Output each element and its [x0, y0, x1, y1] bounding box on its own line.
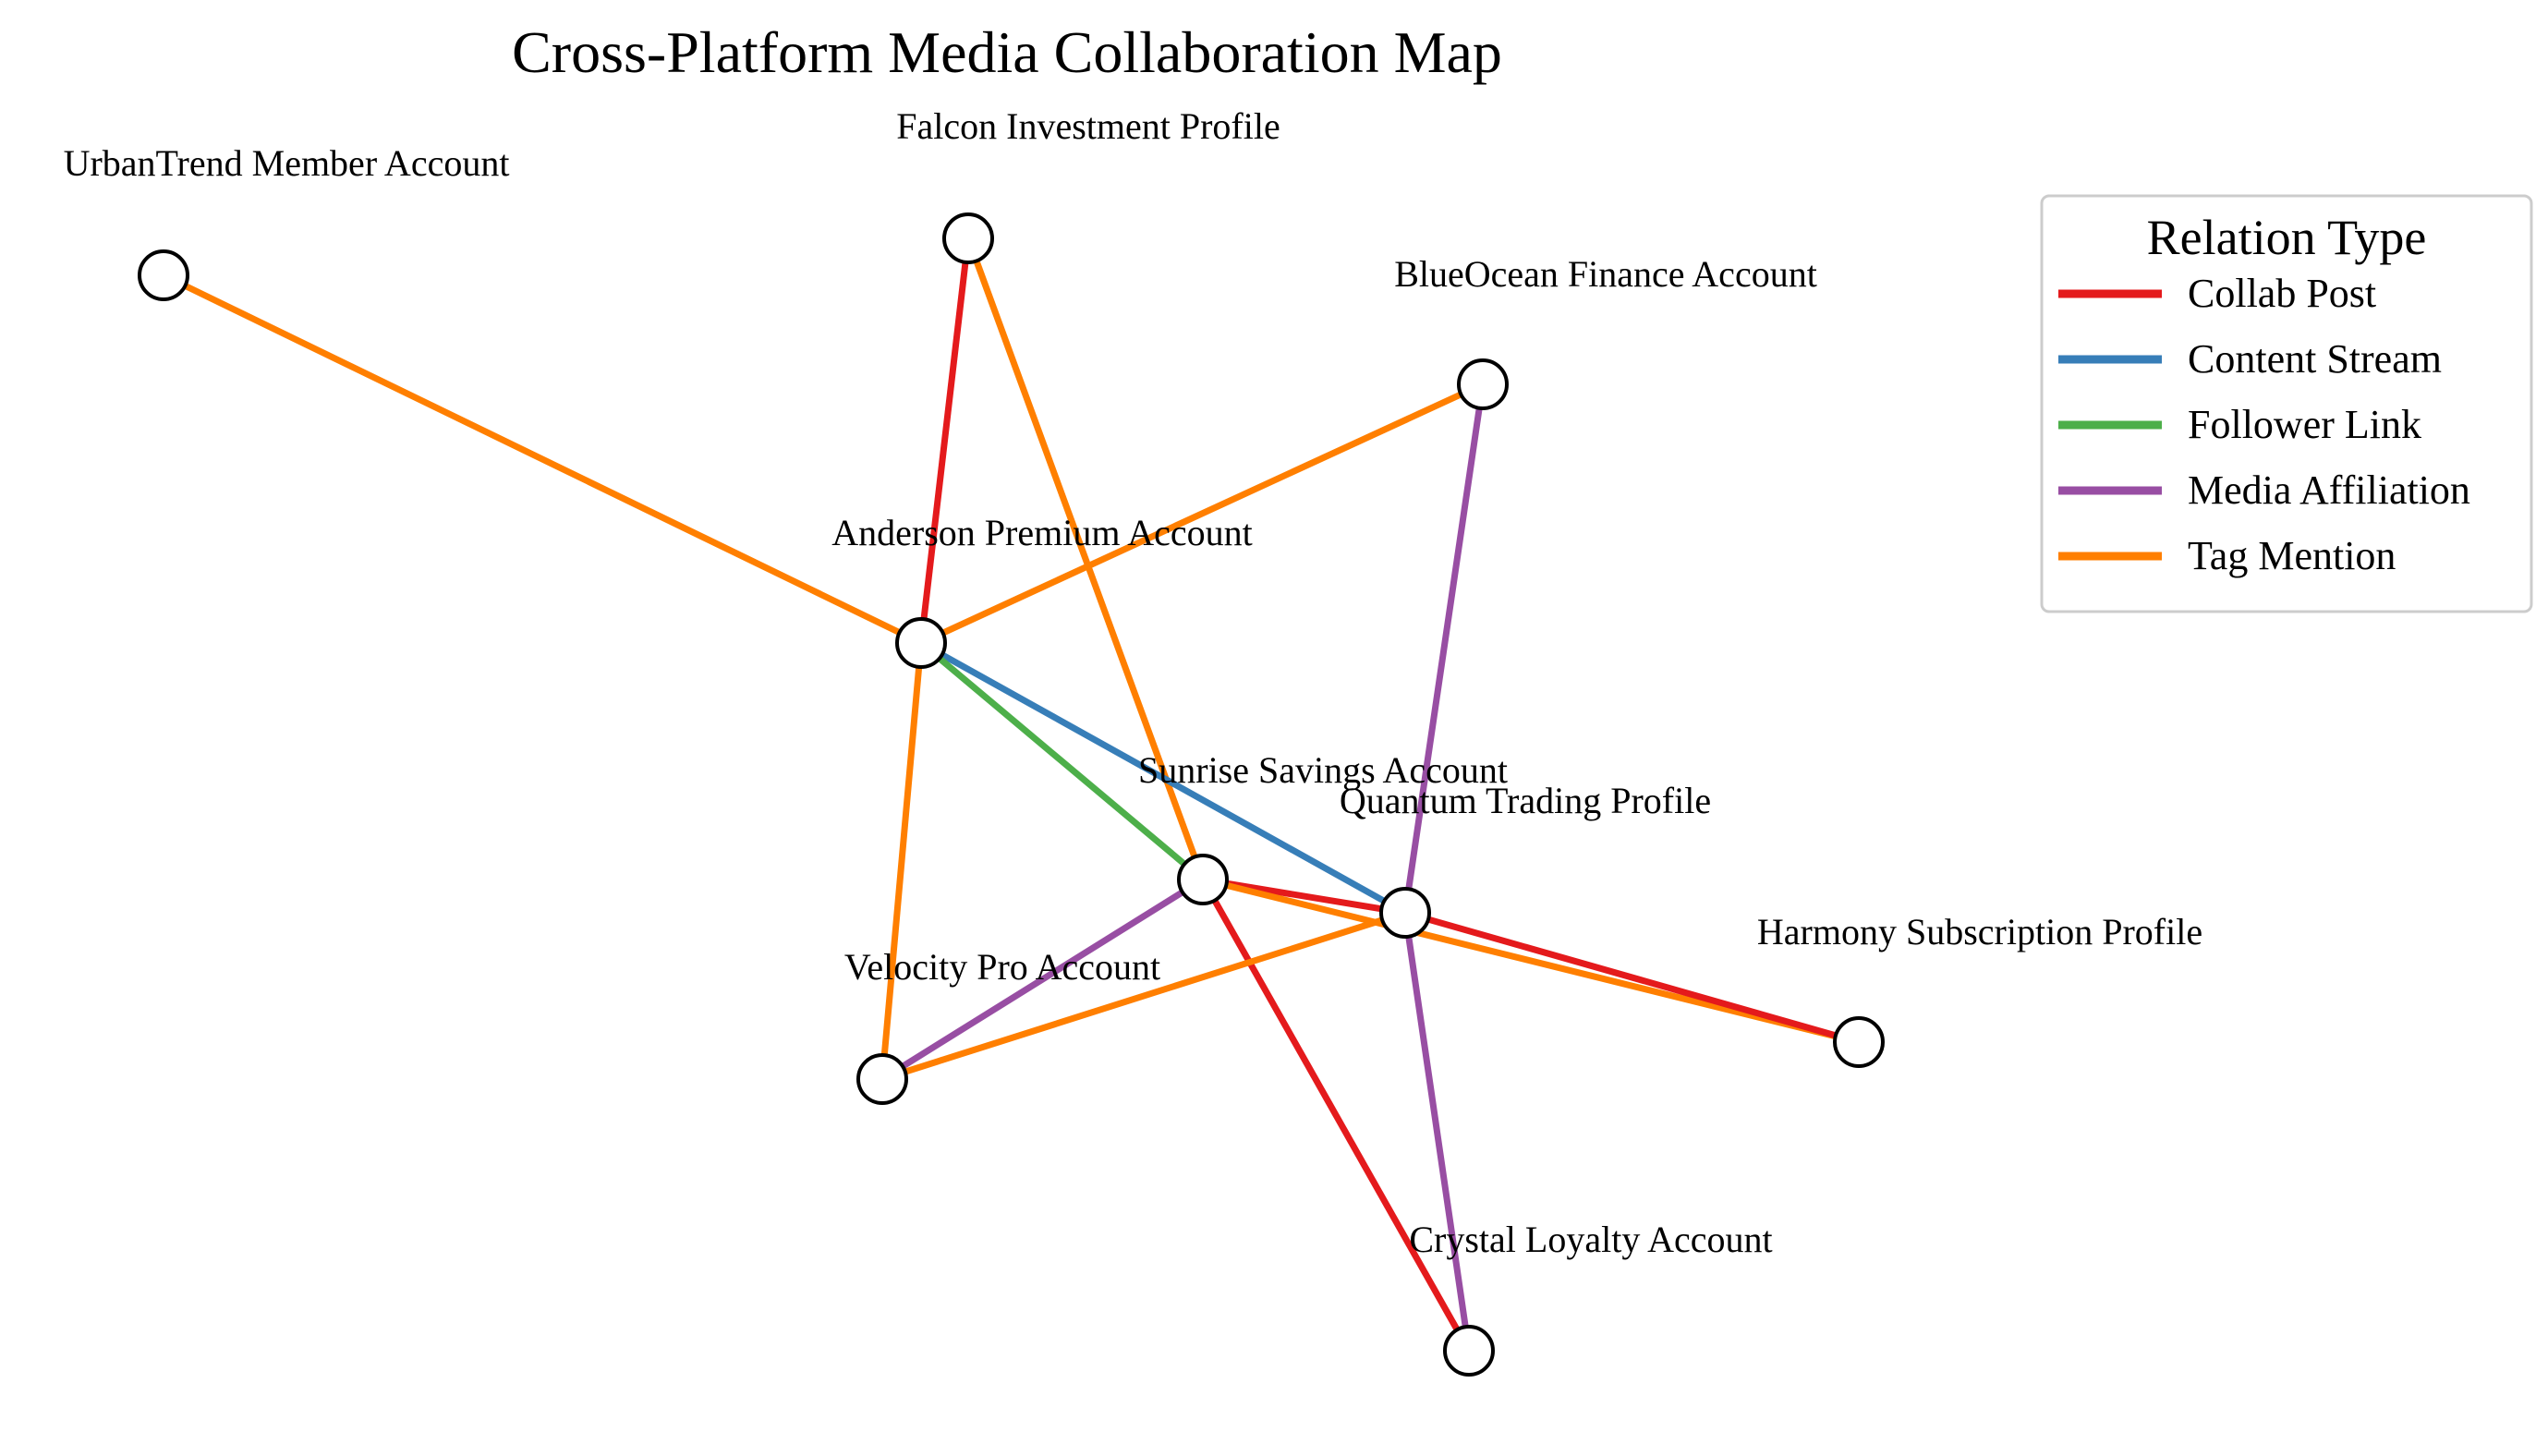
node-harmony[interactable]: [1833, 1016, 1885, 1068]
legend-title: Relation Type: [2147, 210, 2427, 265]
node-falcon[interactable]: [942, 212, 994, 264]
node-crystal[interactable]: [1443, 1325, 1495, 1377]
node-label-anderson: Anderson Premium Account: [831, 512, 1253, 553]
map-title: Cross-Platform Media Collaboration Map: [512, 19, 1502, 85]
edge-anderson-velocity: [879, 642, 925, 1080]
nodes-layer: [138, 212, 1885, 1377]
node-label-harmony: Harmony Subscription Profile: [1757, 911, 2202, 952]
edges-layer: [162, 237, 1860, 1353]
edge-quantum-harmony: [1404, 909, 1860, 1046]
edge-falcon-anderson: [917, 237, 972, 644]
node-anderson[interactable]: [895, 617, 947, 669]
labels-layer: UrbanTrend Member Account Falcon Investme…: [64, 105, 2203, 1260]
node-label-falcon: Falcon Investment Profile: [896, 105, 1280, 147]
edge-falcon-sunrise: [965, 237, 1207, 881]
edge-sunrise-crystal: [1199, 878, 1473, 1353]
node-label-blueocean: BlueOcean Finance Account: [1394, 253, 1817, 295]
edge-blueocean-quantum: [1401, 383, 1486, 914]
edge-urbantrend-anderson: [162, 272, 923, 647]
edge-quantum-crystal: [1401, 912, 1473, 1352]
edge-sunrise-velocity: [880, 877, 1205, 1082]
legend-label-content: Content Stream: [2188, 336, 2442, 382]
legend-label-collab: Collab Post: [2188, 271, 2376, 316]
node-label-urbantrend: UrbanTrend Member Account: [64, 142, 510, 184]
edge-anderson-sunrise: [918, 640, 1206, 882]
edge-sunrise-harmony: [1202, 876, 1860, 1046]
node-label-velocity: Velocity Pro Account: [844, 946, 1160, 988]
legend-label-follower: Follower Link: [2188, 402, 2421, 447]
legend-label-media: Media Affiliation: [2188, 467, 2470, 513]
node-blueocean[interactable]: [1457, 358, 1509, 410]
node-quantum[interactable]: [1379, 887, 1431, 939]
node-sunrise[interactable]: [1177, 854, 1229, 905]
edge-blueocean-anderson: [919, 381, 1485, 647]
node-velocity[interactable]: [856, 1053, 908, 1105]
node-label-sunrise: Sunrise Savings Account: [1138, 749, 1508, 791]
edge-anderson-quantum: [919, 639, 1407, 916]
edge-quantum-velocity: [880, 909, 1407, 1083]
node-label-quantum: Quantum Trading Profile: [1340, 780, 1711, 821]
node-urbantrend[interactable]: [138, 249, 189, 301]
node-label-crystal: Crystal Loyalty Account: [1409, 1219, 1772, 1260]
legend-box: [2040, 194, 2533, 613]
legend-label-tag: Tag Mention: [2188, 533, 2396, 578]
